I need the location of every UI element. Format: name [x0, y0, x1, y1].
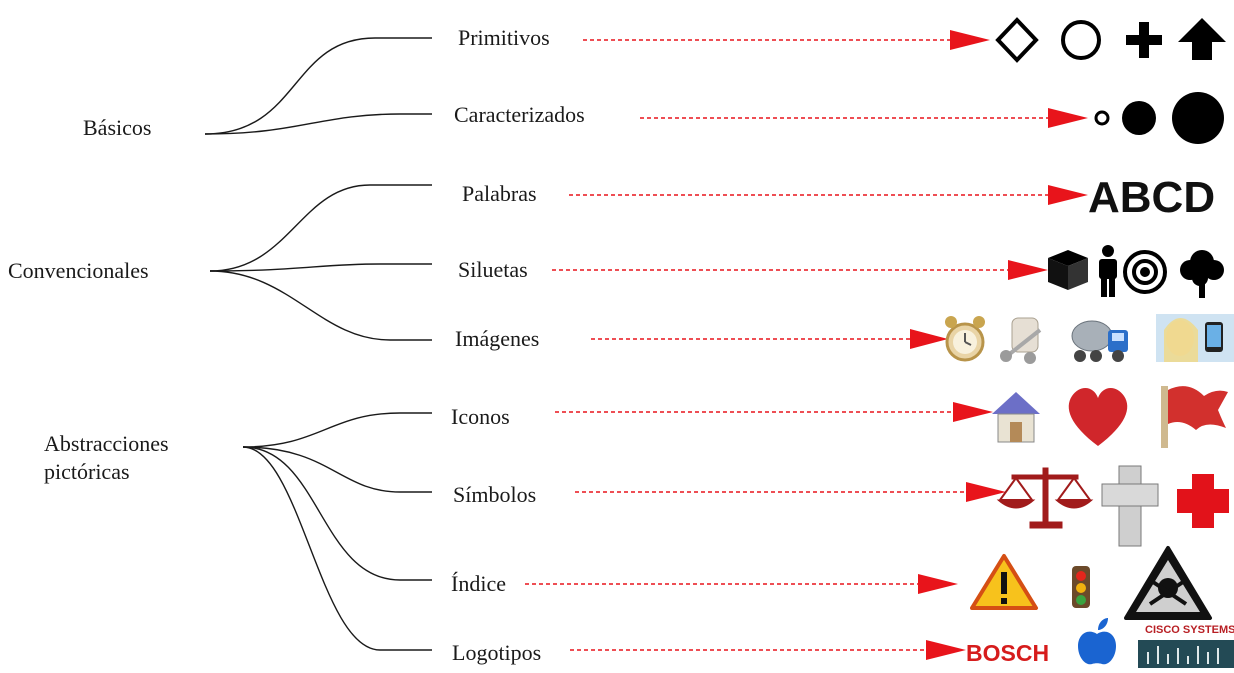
item-palabras: Palabras	[462, 181, 537, 206]
connector-abs-logotipos	[242, 446, 432, 651]
cross-icon	[1101, 465, 1159, 547]
item-imagenes: Imágenes	[455, 326, 540, 351]
category-abstracciones-line1: Abstracciones	[44, 431, 169, 456]
category-abstracciones-line2: pictóricas	[44, 459, 130, 484]
hand-truck-image	[1000, 317, 1042, 364]
small-dot-icon	[1094, 110, 1110, 126]
home-icon	[992, 392, 1040, 443]
flag-icon	[1161, 386, 1228, 448]
arrowhead-simbolos	[966, 482, 1006, 502]
dashed-arrows	[525, 39, 1050, 651]
bosch-logo: BOSCH	[966, 640, 1049, 666]
connector-abs-indice	[242, 446, 432, 581]
category-abstracciones: Abstracciones pictóricas	[44, 430, 169, 486]
tree-icon	[1180, 250, 1224, 298]
item-simbolos: Símbolos	[453, 482, 537, 507]
arrow-up-icon	[1178, 18, 1226, 60]
logotipos-examples: BOSCH CISCO SYSTEMS	[966, 618, 1234, 668]
indice-examples	[970, 546, 1212, 620]
apple-logo	[1078, 618, 1116, 665]
connector-conv-imagenes	[209, 270, 432, 341]
connector-conv-palabras	[209, 184, 432, 272]
diamond-icon	[995, 17, 1039, 63]
arrowhead-logotipos	[926, 640, 966, 660]
cisco-logo: CISCO SYSTEMS	[1138, 624, 1234, 668]
traffic-light-icon	[1072, 566, 1090, 608]
phone-user-image	[1156, 314, 1234, 362]
primitivos-examples	[995, 17, 1226, 63]
plus-icon	[1126, 22, 1162, 58]
alarm-clock-image	[945, 316, 985, 362]
connector-abs-simbolos	[242, 446, 432, 493]
cement-truck-image	[1071, 320, 1128, 362]
abcd-example: ABCD	[1088, 173, 1215, 222]
arrowhead-palabras	[1048, 185, 1088, 205]
siluetas-examples	[1048, 245, 1224, 298]
arrowhead-siluetas	[1008, 260, 1048, 280]
target-icon	[1123, 250, 1167, 294]
arrowhead-imagenes	[910, 329, 948, 349]
tree-connectors	[204, 37, 432, 651]
person-icon	[1099, 245, 1117, 297]
warning-icon	[970, 554, 1038, 610]
scales-icon	[996, 467, 1094, 529]
item-logotipos: Logotipos	[452, 640, 542, 665]
svg-text:CISCO SYSTEMS: CISCO SYSTEMS	[1145, 624, 1234, 636]
heart-icon	[1068, 387, 1128, 446]
iconos-examples	[992, 386, 1228, 448]
item-indice: Índice	[451, 571, 506, 596]
toxic-icon	[1124, 546, 1212, 620]
item-primitivos: Primitivos	[458, 25, 550, 50]
arrowhead-indice	[918, 574, 958, 594]
item-iconos: Iconos	[451, 404, 510, 429]
caracterizados-examples	[1094, 92, 1224, 144]
connector-conv-siluetas	[209, 263, 432, 272]
arrowhead-iconos	[953, 402, 993, 422]
arrowhead-primitivos	[950, 30, 990, 50]
item-siluetas: Siluetas	[458, 257, 528, 282]
connector-basicos-primitivos	[204, 37, 432, 135]
medium-dot-icon	[1122, 101, 1156, 135]
imagenes-examples	[945, 314, 1234, 364]
red-cross-icon	[1177, 474, 1229, 528]
item-caracterizados: Caracterizados	[454, 102, 585, 127]
connector-abs-iconos	[242, 412, 432, 448]
circle-icon	[1061, 20, 1101, 60]
connector-basicos-caracterizados	[204, 113, 432, 135]
large-dot-icon	[1172, 92, 1224, 144]
category-convencionales: Convencionales	[8, 258, 149, 283]
arrowheads	[910, 30, 1088, 660]
category-basicos: Básicos	[83, 115, 152, 140]
simbolos-examples	[996, 465, 1229, 547]
cube-icon	[1048, 250, 1088, 290]
arrowhead-caracterizados	[1048, 108, 1088, 128]
